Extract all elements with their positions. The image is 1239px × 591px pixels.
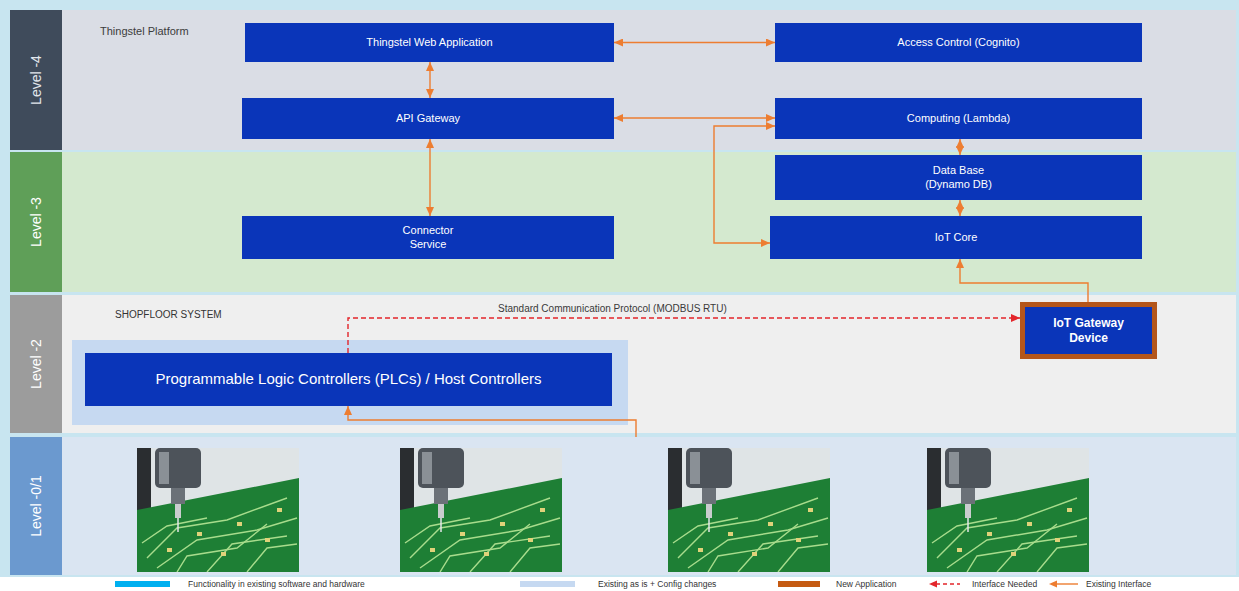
process-box: Connector Service (242, 216, 614, 259)
level-column: Level -0/1 (10, 437, 62, 575)
legend-text: Interface Needed (972, 578, 1037, 590)
legend-holder: Interface Needed (972, 578, 1037, 590)
legend-holder: Existing Interface (1086, 578, 1151, 590)
legend-arrow-sample (1049, 581, 1057, 588)
box-text: IoT Core (935, 231, 978, 245)
legend-holder: New Application (836, 578, 896, 590)
legend-arrow-sample (929, 581, 937, 588)
process-box: Access Control (Cognito) (775, 23, 1142, 62)
level-column: Level -4 (10, 10, 62, 150)
connector-arrow (959, 200, 960, 216)
legend-swatch (115, 581, 170, 587)
legend-line-sample (1056, 583, 1078, 584)
label-holder: Thingstel Platform (100, 25, 189, 38)
connector-arrow (614, 117, 775, 118)
pcb-machine-photo (137, 448, 299, 572)
process-box: Thingstel Web Application (245, 23, 614, 62)
connector-arrow (429, 139, 430, 216)
legend-swatch (520, 581, 575, 587)
box-text: Access Control (Cognito) (897, 36, 1019, 50)
legend-holder: Functionality in existing software and h… (188, 578, 365, 590)
section-label: SHOPFLOOR SYSTEM (115, 309, 222, 321)
connector-arrow (348, 318, 1020, 353)
pcb-machine-photo (400, 448, 562, 572)
process-box: IoT Core (770, 216, 1142, 259)
legend-text: Existing Interface (1086, 578, 1151, 590)
level-band: Level -4 Thingstel Web Application Access … (10, 10, 1236, 150)
pcb-machine-photo (927, 448, 1089, 572)
box-text: API Gateway (396, 112, 460, 126)
edge-label: Standard Communication Protocol (MODBUS … (495, 303, 730, 315)
process-box: Data Base (Dynamo DB) (775, 155, 1142, 200)
box-text: Connector Service (388, 224, 468, 252)
process-box: Programmable Logic Controllers (PLCs) / … (85, 353, 612, 406)
level-label: Level -3 (28, 197, 44, 247)
edge-label-holder: Standard Communication Protocol (MODBUS … (495, 303, 730, 315)
connector-arrow (348, 406, 636, 437)
level-band: Level -3 Data Base (Dynamo DB) Connector S… (10, 152, 1236, 292)
level-label: Level -2 (28, 339, 44, 389)
level-band: Level -0/1 (10, 437, 1236, 575)
level-column: Level -2 (10, 295, 62, 433)
legend-holder: Existing as is + Config changes (598, 578, 716, 590)
connector-arrow (959, 139, 960, 155)
box-text: Data Base (Dynamo DB) (914, 164, 1004, 192)
gateway-box: IoT Gateway Device (1020, 302, 1157, 359)
connector-arrow (960, 259, 1088, 302)
level-label: Level -0/1 (28, 475, 44, 536)
box-text: Computing (Lambda) (907, 112, 1010, 126)
connector-arrow (429, 62, 430, 98)
legend-text: Functionality in existing software and h… (188, 578, 365, 590)
pcb-machine-photo (668, 448, 830, 572)
connector-arrow (614, 42, 775, 43)
box-text: IoT Gateway Device (1044, 316, 1134, 346)
legend-text: Existing as is + Config changes (598, 578, 716, 590)
box-text: Programmable Logic Controllers (PLCs) / … (156, 370, 542, 389)
box-text: Thingstel Web Application (366, 36, 492, 50)
legend-line-sample (936, 583, 960, 584)
connector-arrow (714, 126, 775, 243)
section-label: Thingstel Platform (100, 25, 189, 38)
legend-text: New Application (836, 578, 896, 590)
process-box: API Gateway (242, 98, 614, 139)
plc-backdrop-panel (72, 340, 628, 425)
level-label: Level -4 (28, 55, 44, 105)
label-holder: SHOPFLOOR SYSTEM (115, 309, 222, 321)
legend-swatch (778, 581, 820, 587)
process-box: Computing (Lambda) (775, 98, 1142, 139)
level-column: Level -3 (10, 152, 62, 292)
